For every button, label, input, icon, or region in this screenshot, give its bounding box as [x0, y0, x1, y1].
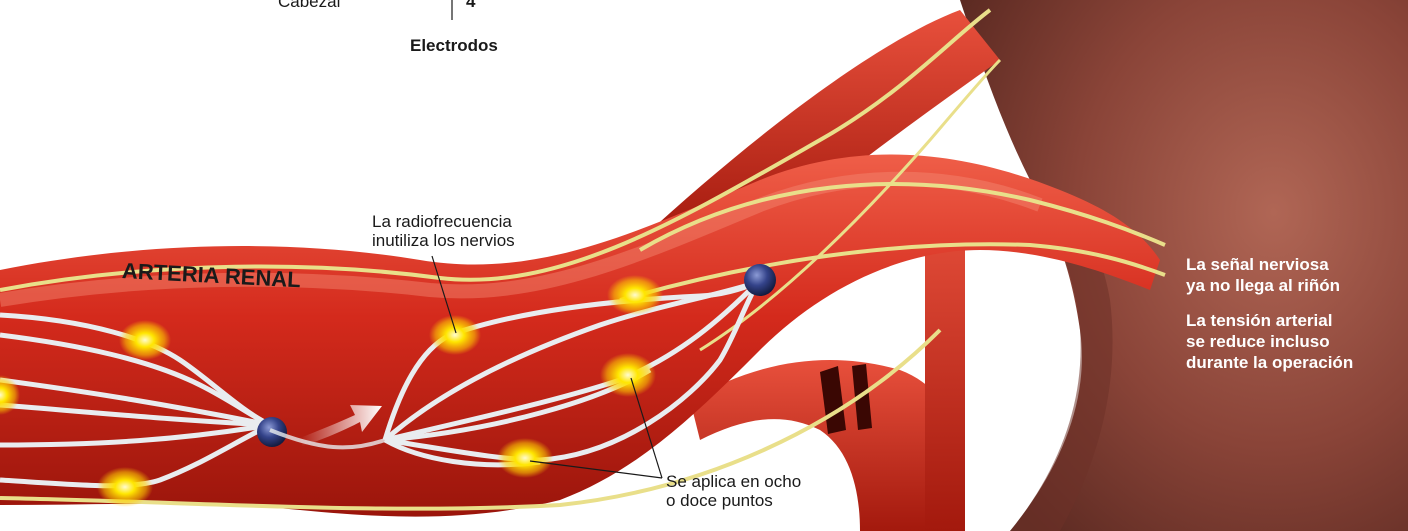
electrode-glow-l3: [97, 467, 153, 507]
aplica-line2: o doce puntos: [666, 491, 801, 510]
renal-artery-main: [0, 155, 1160, 517]
aplica-label: Se aplica en ocho o doce puntos: [666, 472, 801, 510]
kidney: [960, 0, 1408, 531]
tension-line3: durante la operación: [1186, 352, 1353, 373]
radiofrecuencia-line1: La radiofrecuencia: [372, 212, 515, 231]
step-number: 4: [466, 0, 475, 11]
electrode-glow-r1: [429, 315, 481, 355]
senal-line2: ya no llega al riñón: [1186, 275, 1340, 296]
electrode-glow-r2: [607, 275, 663, 315]
aplica-line1: Se aplica en ocho: [666, 472, 801, 491]
electrodos-label: Electrodos: [410, 36, 498, 55]
cabezal-label: Cabezal: [278, 0, 340, 11]
electrode-glow-r3: [600, 353, 656, 397]
catheter-tip-right: [744, 264, 776, 296]
senal-line1: La señal nerviosa: [1186, 254, 1340, 275]
tension-label: La tensión arterial se reduce incluso du…: [1186, 310, 1353, 373]
tension-line2: se reduce incluso: [1186, 331, 1353, 352]
radiofrecuencia-line2: inutiliza los nervios: [372, 231, 515, 250]
radiofrecuencia-label: La radiofrecuencia inutiliza los nervios: [372, 212, 515, 250]
electrode-glow-r4: [497, 438, 553, 478]
senal-label: La señal nerviosa ya no llega al riñón: [1186, 254, 1340, 296]
electrode-glow-l1: [119, 320, 171, 360]
tension-line1: La tensión arterial: [1186, 310, 1353, 331]
